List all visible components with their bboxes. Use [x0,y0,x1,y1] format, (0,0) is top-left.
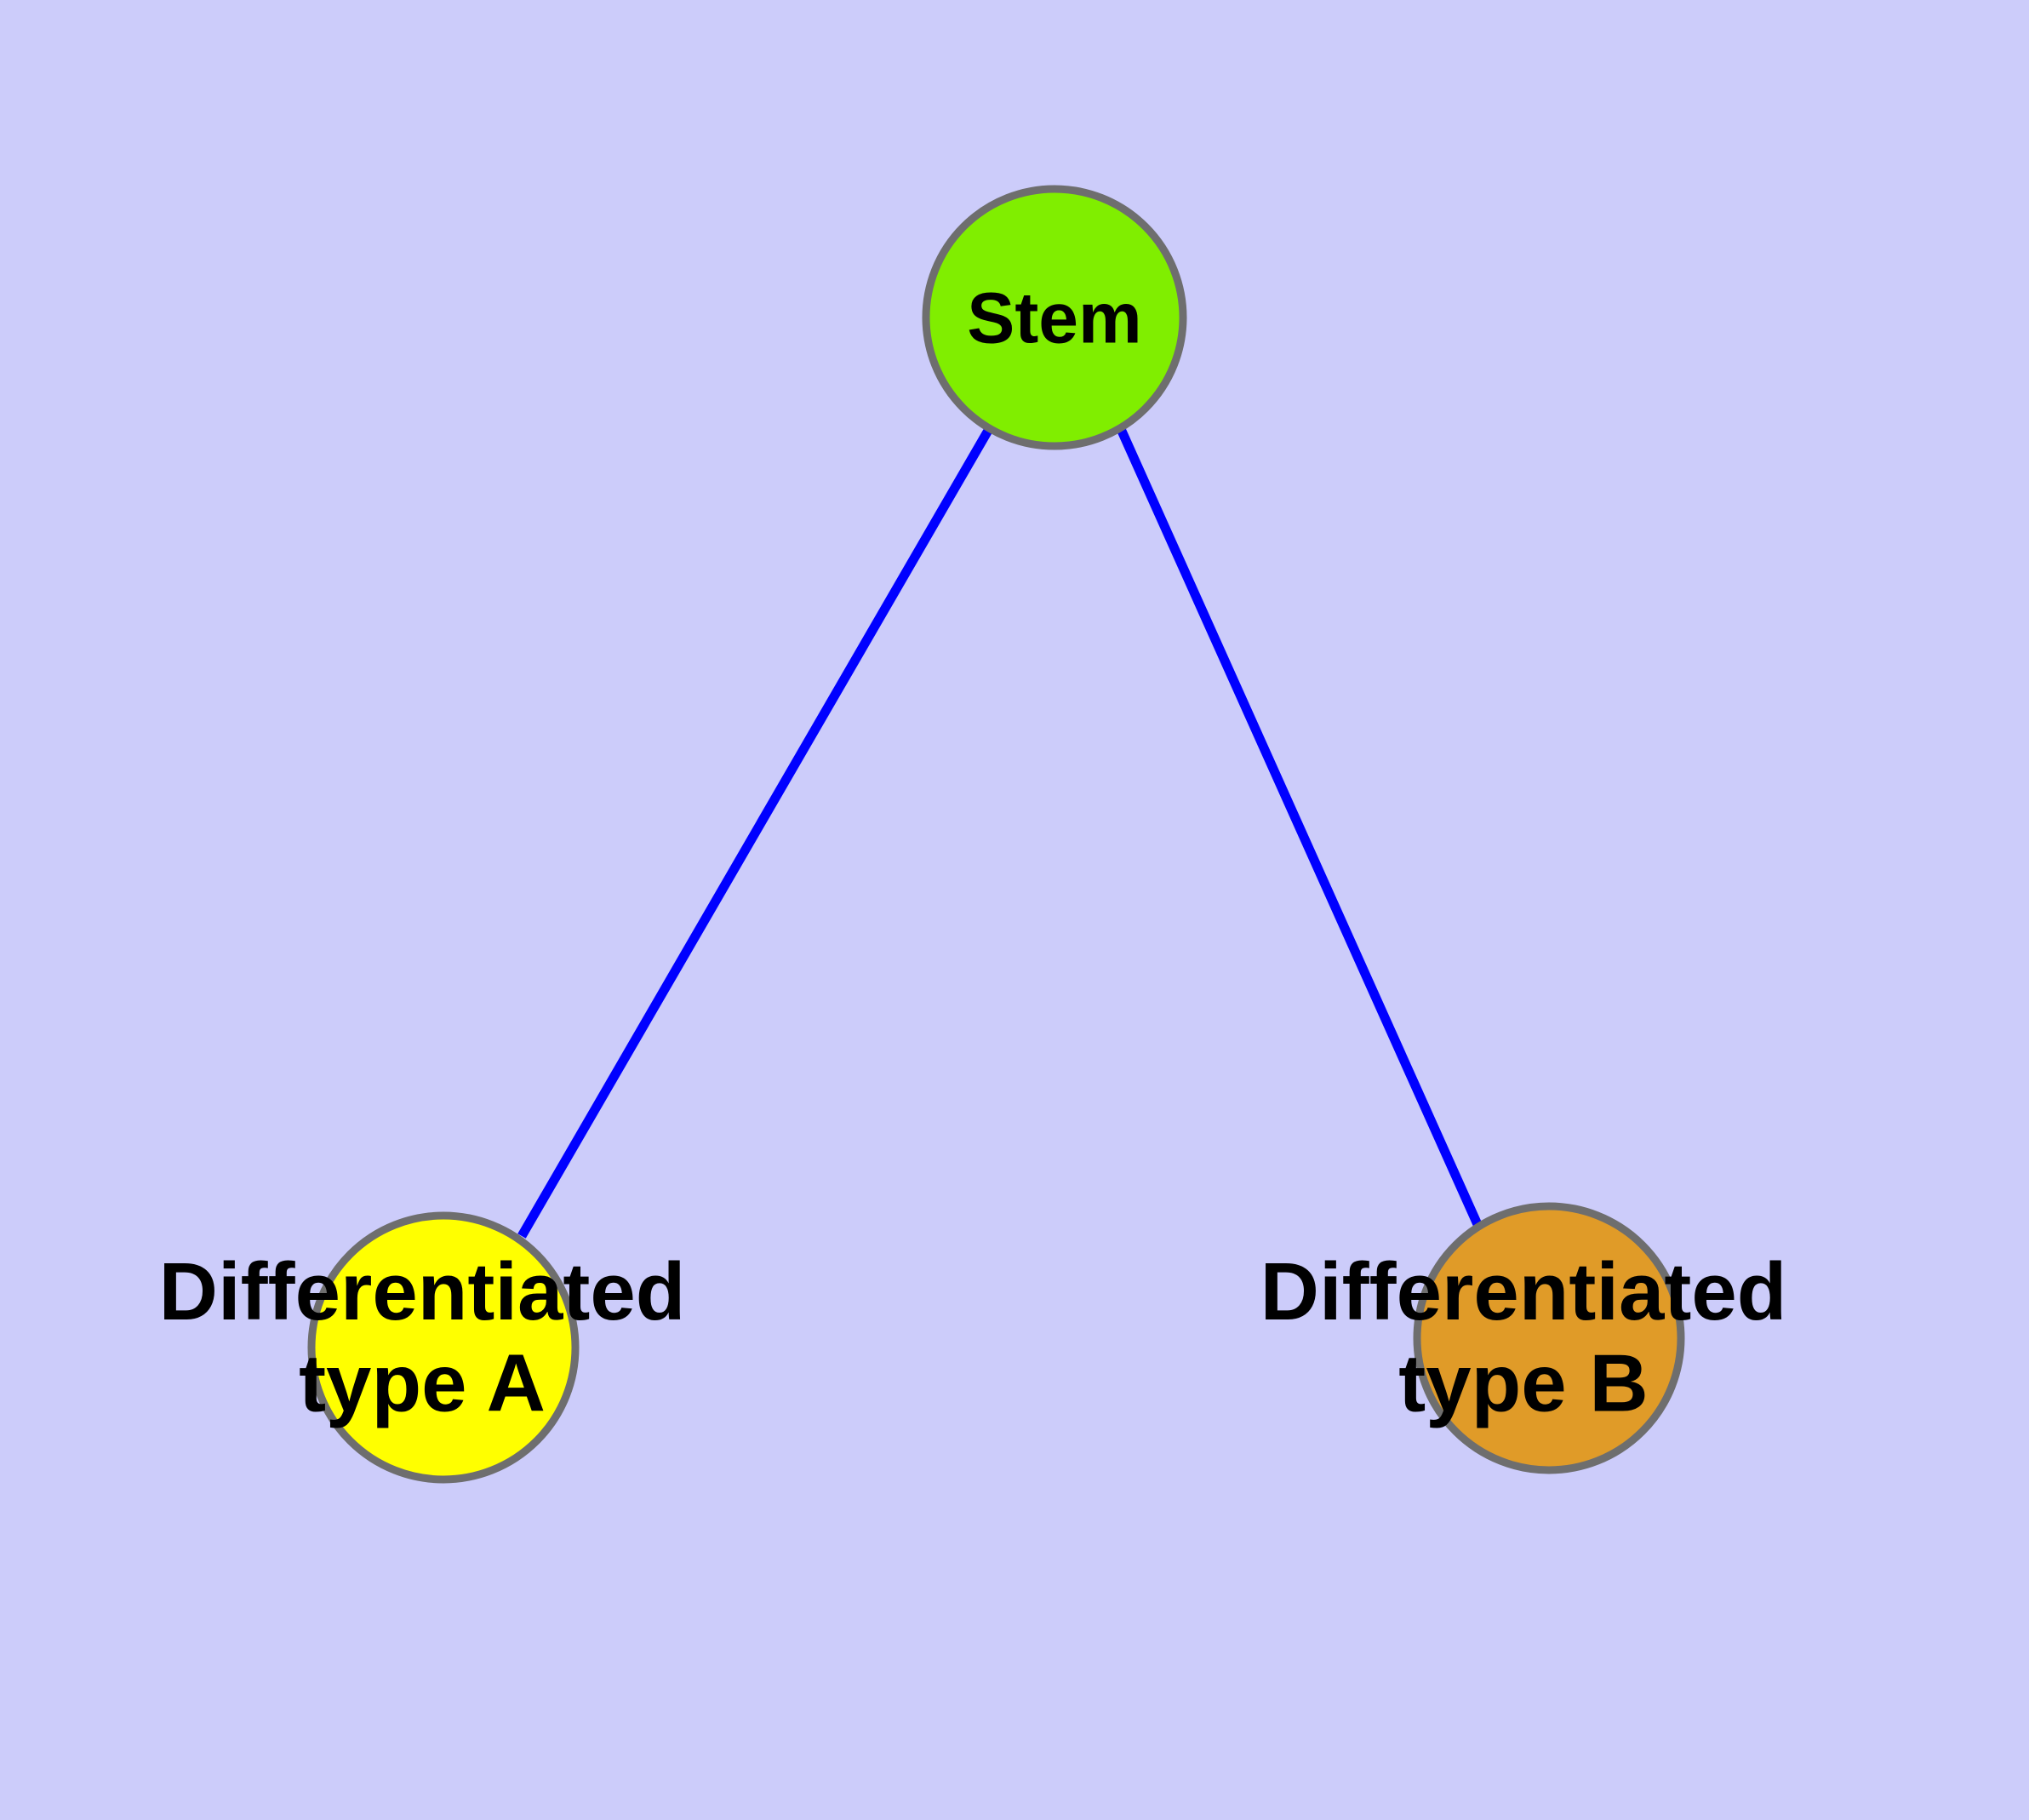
node-stem-label: Stem [967,278,1141,358]
node-stem[interactable]: Stem [922,185,1187,450]
node-differentiated-type-a-circle[interactable] [307,1211,580,1484]
label-line: type A [299,1337,546,1428]
label-line: Stem [967,278,1141,358]
edge-stem-to-differentiated-type-a[interactable] [517,426,993,1239]
node-differentiated-type-b-circle[interactable] [1413,1202,1685,1474]
edge-stem-to-differentiated-type-b[interactable] [1116,426,1485,1233]
edge-group [517,426,1485,1239]
label-line: type B [1398,1337,1648,1428]
label-line: Differentiated [159,1246,686,1337]
node-stem-circle[interactable] [922,185,1187,450]
label-line: Differentiated [1260,1246,1787,1337]
